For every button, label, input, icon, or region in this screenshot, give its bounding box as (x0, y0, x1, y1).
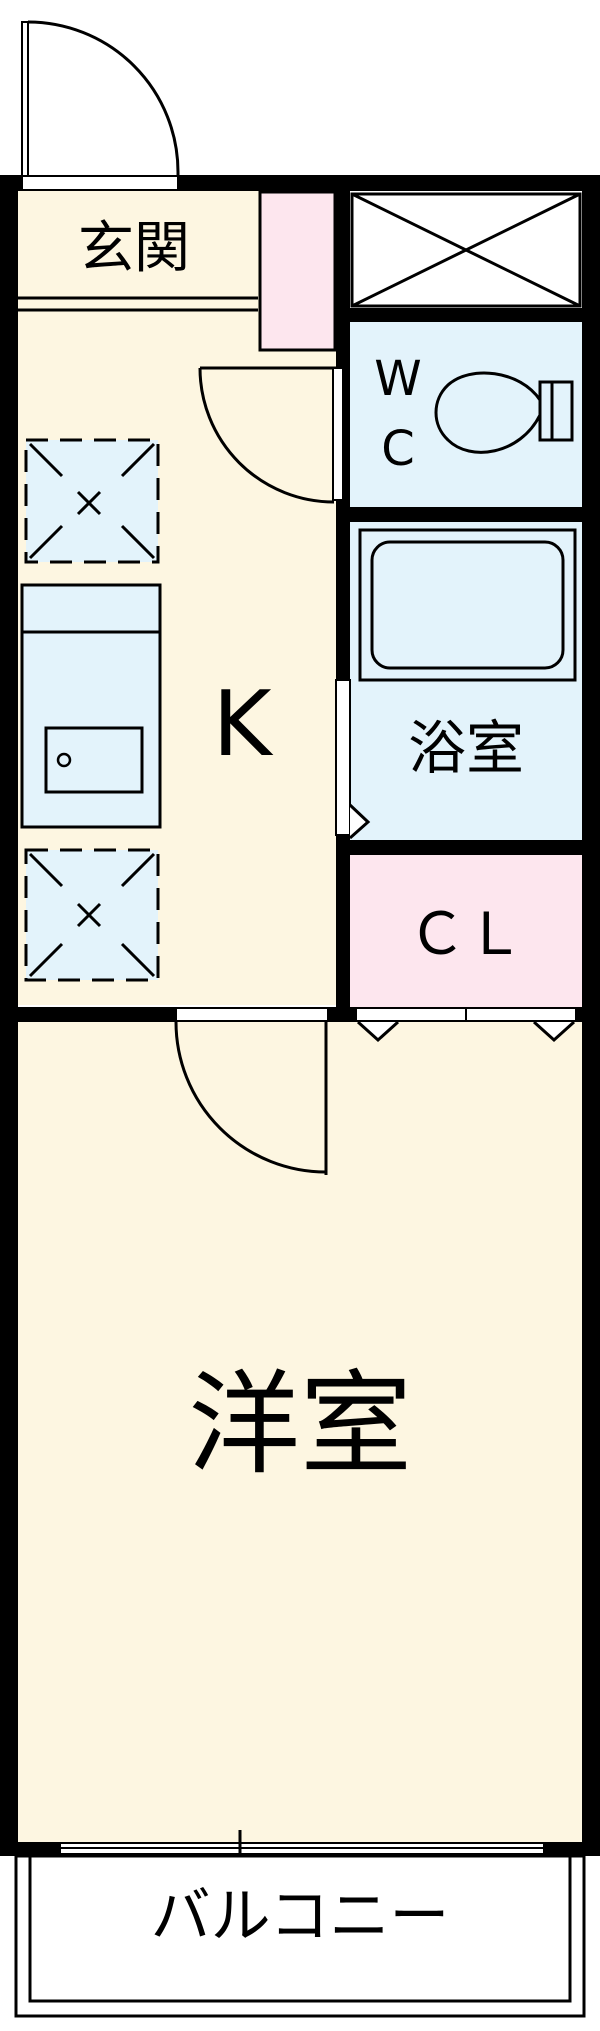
kitchen-sink (20, 583, 162, 829)
toilet-icon (434, 371, 574, 454)
entrance-label: 玄関 (78, 216, 190, 281)
closet-doors (355, 1007, 577, 1043)
entrance-step (18, 296, 258, 312)
wc-label-w: W (374, 351, 421, 407)
bathtub (358, 528, 577, 682)
kitchen-label: K (212, 672, 273, 777)
balcony-label: バルコニー (151, 1882, 450, 1952)
balcony (14, 1854, 586, 2018)
balcony-window (59, 1830, 545, 1856)
bath-door (335, 679, 371, 840)
counter-bottom (24, 848, 160, 982)
counter-top (24, 438, 160, 564)
closet-label: ＣＬ (408, 900, 524, 968)
western-room-floor (18, 1022, 582, 1842)
wc-label-c: C (381, 421, 415, 477)
room-door (174, 1007, 329, 1175)
bath-label: 浴室 (408, 714, 524, 782)
kitchen-door (198, 366, 344, 504)
shoe-storage (258, 190, 337, 352)
western-room-label: 洋室 (188, 1360, 412, 1490)
closet-floor (350, 855, 582, 1007)
storage-cross (350, 192, 582, 308)
entrance-door (21, 20, 180, 182)
